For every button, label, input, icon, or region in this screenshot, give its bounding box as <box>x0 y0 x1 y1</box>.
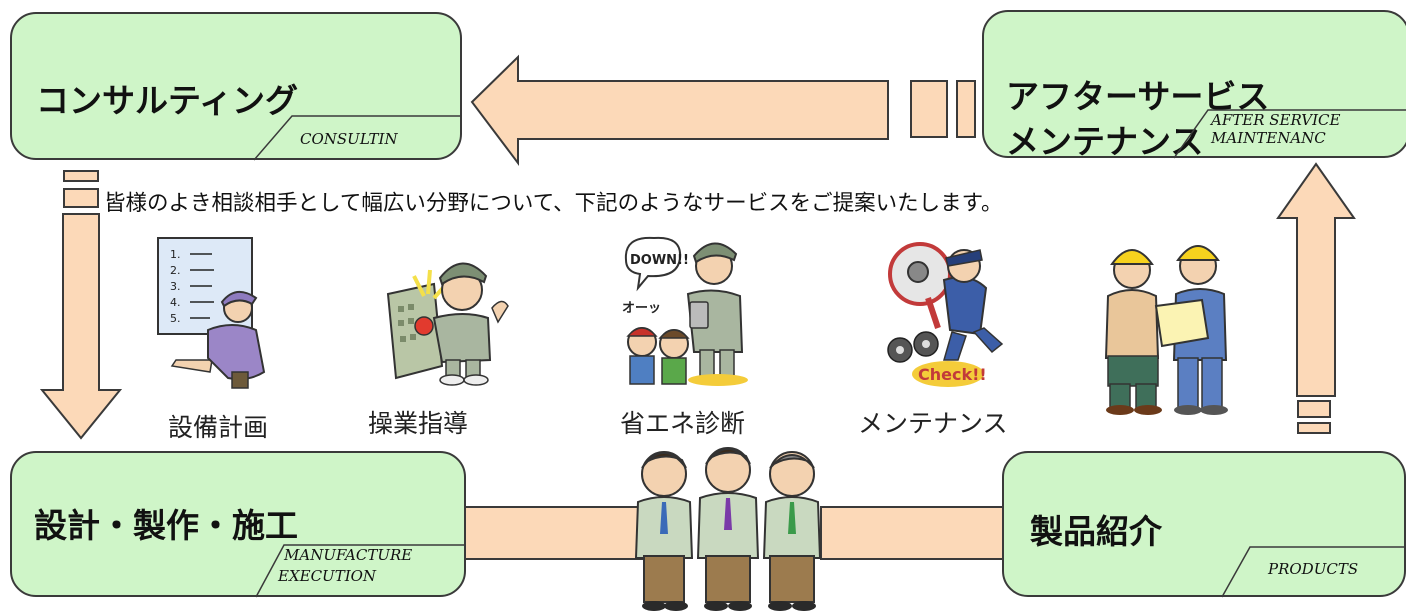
ohh-text: オーッ <box>622 301 661 316</box>
service-label-planning: 設備計画 <box>168 413 269 442</box>
manufacture-tag-line <box>255 544 466 598</box>
staff-group-icon <box>634 447 822 611</box>
arrow-right-up <box>1276 162 1356 397</box>
arrow-left-dash-1 <box>63 170 99 182</box>
after-service-tag-line2: MAINTENANC <box>1211 129 1326 147</box>
box-consulting: コンサルティング CONSULTIN <box>10 12 462 161</box>
arrow-top-dash-2 <box>956 80 976 138</box>
box-products: 製品紹介 PRODUCTS <box>1002 451 1406 598</box>
checklist-item-4: 4. <box>170 296 181 309</box>
consulting-tag-line <box>253 115 462 161</box>
maintenance-check-icon: Check!! <box>887 242 1004 387</box>
checklist-item-2: 2. <box>170 264 181 277</box>
manufacture-title: 設計・製作・施工 <box>34 506 298 545</box>
products-title: 製品紹介 <box>1030 512 1162 551</box>
engineers-document-icon <box>1104 245 1228 415</box>
connector-bottom-right <box>820 506 1006 560</box>
manufacture-tag-line1: MANUFACTURE <box>284 546 413 564</box>
checklist-item-1: 1. <box>170 248 181 261</box>
service-label-energy-saving: 省エネ診断 <box>620 409 746 438</box>
products-tag: PRODUCTS <box>1268 560 1359 578</box>
after-service-tag-line1: AFTER SERVICE <box>1211 111 1341 129</box>
checklist-item-3: 3. <box>170 280 181 293</box>
checklist-item-5: 5. <box>170 312 181 325</box>
connector-bottom-left <box>464 506 644 560</box>
arrow-right-dash-2 <box>1297 422 1331 434</box>
arrow-top-left <box>470 54 889 166</box>
consulting-title: コンサルティング <box>36 81 299 120</box>
box-manufacture: 設計・製作・施工 MANUFACTURE EXECUTION <box>10 451 466 598</box>
arrow-right-dash-1 <box>1297 400 1331 418</box>
box-after-service: アフターサービス メンテナンス AFTER SERVICE MAINTENANC <box>982 10 1406 161</box>
after-service-tag-line <box>1173 109 1406 159</box>
after-service-title-line2: メンテナンス <box>1006 122 1204 161</box>
intro-text: 皆様のよき相談相手として幅広い分野について、下記のようなサービスをご提案いたしま… <box>104 191 1003 216</box>
down-bubble-text: DOWN!! <box>630 253 689 268</box>
consulting-tag: CONSULTIN <box>300 130 398 148</box>
service-label-operation-guidance: 操業指導 <box>368 409 469 438</box>
manufacture-tag-line2: EXECUTION <box>278 567 377 585</box>
arrow-top-dash-1 <box>910 80 948 138</box>
energy-saving-diagnosis-icon: DOWN!! オーッ <box>622 236 748 386</box>
products-tag-line <box>1221 546 1406 598</box>
arrow-left-dash-2 <box>63 188 99 208</box>
check-text: Check!! <box>918 365 987 384</box>
operation-guidance-worker-icon <box>386 262 509 386</box>
service-label-maintenance: メンテナンス <box>858 409 1008 438</box>
planning-worker-icon: 1. 2. 3. 4. 5. <box>157 237 266 389</box>
arrow-left-down <box>39 213 123 440</box>
